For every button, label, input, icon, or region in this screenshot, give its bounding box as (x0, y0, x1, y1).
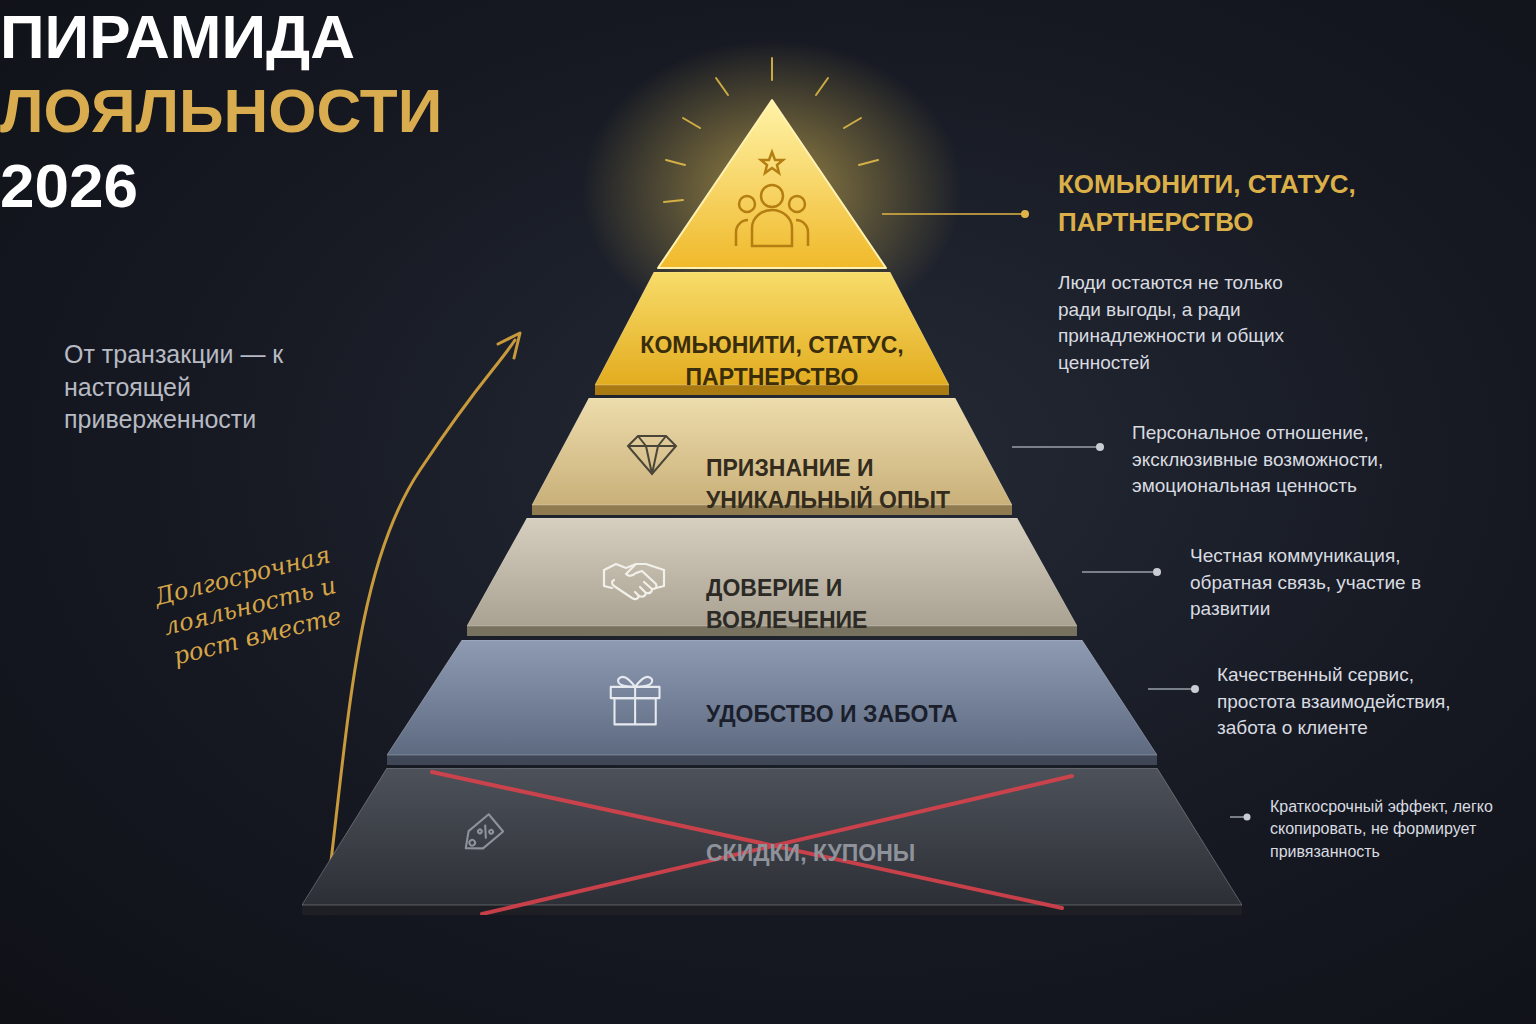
pyramid-band: КОМЬЮНИТИ, СТАТУС, ПАРТНЕРСТВО (595, 272, 949, 395)
band-icon (620, 432, 684, 496)
apex-triangle (658, 100, 886, 268)
callout-heading: КОМЬЮНИТИ, СТАТУС, ПАРТНЕРСТВО (1058, 166, 1358, 241)
pyramid-band: УДОБСТВО И ЗАБОТА (387, 640, 1157, 765)
title-word: ЛОЯЛЬНОСТИ (0, 74, 560, 148)
callout-text: Люди остаются не только ради выгоды, а р… (1058, 270, 1328, 376)
band-label: УДОБСТВО И ЗАБОТА (706, 698, 1006, 730)
pyramid-band: ДОВЕРИЕ И ВОВЛЕЧЕНИЕ (467, 518, 1077, 636)
band-icon (602, 556, 666, 620)
band-label: ДОВЕРИЕ И ВОВЛЕЧЕНИЕ (706, 572, 1006, 636)
band-label: СКИДКИ, КУПОНЫ (706, 837, 966, 869)
pyramid-band: ПРИЗНАНИЕ И УНИКАЛЬНЫЙ ОПЫТ (532, 398, 1012, 515)
subtitle: От транзакции — к настоящей приверженнос… (64, 338, 334, 436)
title: ПИРАМИДА ЛОЯЛЬНОСТИ 2026 (0, 0, 560, 223)
callout-text: Персональное отношение, эксклюзивные воз… (1132, 420, 1432, 500)
band-label: КОМЬЮНИТИ, СТАТУС, ПАРТНЕРСТВО (595, 329, 949, 393)
title-word: ПИРАМИДА (0, 0, 560, 74)
band-icon (452, 808, 512, 868)
callout-text: Качественный сервис, простота взаимодейс… (1217, 662, 1487, 742)
callout-text: Честная коммуникация, обратная связь, уч… (1190, 543, 1450, 623)
pyramid-band: СКИДКИ, КУПОНЫ (302, 768, 1242, 915)
band-icon (607, 670, 667, 730)
title-word: 2026 (0, 149, 560, 223)
arrow-head (498, 333, 520, 358)
band-label: ПРИЗНАНИЕ И УНИКАЛЬНЫЙ ОПЫТ (706, 452, 996, 516)
handwritten-note: Долгосрочная лояльность и рост вместе (132, 535, 368, 679)
callout-text: Краткосрочный эффект, легко скопировать,… (1270, 796, 1528, 863)
community-icon (736, 152, 808, 246)
